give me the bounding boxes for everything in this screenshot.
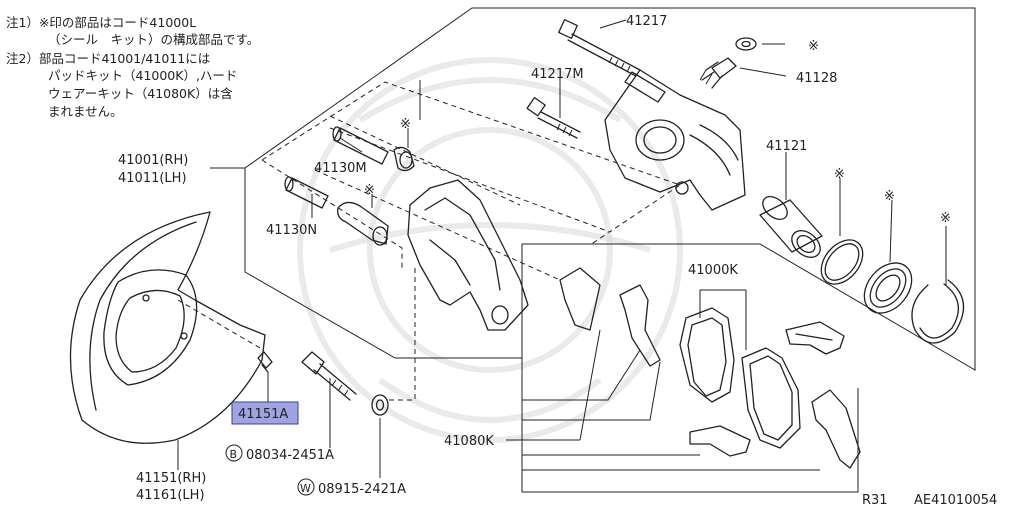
label-41128: 41128	[796, 71, 837, 86]
bolt-08034	[301, 351, 357, 401]
dust-cover-bolt	[257, 351, 273, 373]
note-2-line-2: パッドキット（41000K）,ハード	[48, 68, 238, 83]
label-41161: 41161(LH)	[136, 488, 205, 503]
bolt-41217m	[526, 96, 581, 139]
caliper-body	[604, 69, 746, 211]
circle-w-letter: W	[300, 482, 311, 495]
retaining-ring	[911, 279, 965, 344]
footer-code: AE41010054	[914, 493, 997, 508]
pin-41130n	[284, 176, 329, 209]
pin-41130m	[332, 126, 389, 165]
note-2-line-4: まれません。	[48, 104, 123, 119]
label-41217: 41217	[626, 14, 667, 29]
seal-kit-mark-boot: ※	[884, 189, 895, 204]
label-41217m: 41217M	[531, 67, 584, 82]
label-41000k: 41000K	[688, 263, 738, 278]
pad-shim-outer	[559, 267, 601, 331]
watermark-emblem	[297, 57, 683, 443]
note-1-line-1: 注1）※印の部品はコード41000L	[6, 15, 197, 30]
hardware-kit-frame	[521, 358, 859, 493]
seal-kit-mark-bleeder: ※	[808, 39, 819, 54]
boot-41130m	[393, 146, 415, 172]
seal-kit-mark-boot-m: ※	[400, 117, 411, 132]
highlight-41151a[interactable]	[231, 401, 299, 425]
seal-kit-mark-seal: ※	[834, 167, 845, 182]
piston-41121	[759, 196, 823, 258]
boot-41130n	[337, 201, 389, 246]
label-41151: 41151(RH)	[136, 471, 206, 486]
pad-shim-clip	[619, 284, 661, 367]
bolt-41217	[558, 19, 641, 77]
note-2-line-1: 注2）部品コード41001/41011には	[6, 51, 211, 66]
exploded-dashed-box	[261, 81, 682, 270]
seal-kit-mark-boot-n: ※	[364, 183, 375, 198]
note-1-line-2: （シール キット）の構成部品です。	[48, 32, 260, 47]
pad-retainer-bottom	[689, 425, 751, 457]
seal-kit-mark-ring: ※	[940, 211, 951, 226]
label-washer-08915: 08915-2421A	[318, 482, 406, 497]
label-41151a: 41151A	[238, 407, 288, 422]
torque-member	[407, 179, 529, 331]
piston-seal	[820, 239, 864, 285]
dust-cover	[69, 211, 266, 444]
brake-pad-outer	[679, 307, 735, 403]
label-41121: 41121	[766, 139, 807, 154]
brake-pad-inner	[741, 347, 801, 449]
label-41130m: 41130M	[314, 161, 367, 176]
label-41011: 41011(LH)	[118, 171, 187, 186]
label-41001: 41001(RH)	[118, 153, 188, 168]
label-41130n: 41130N	[266, 223, 317, 238]
footer-model: R31	[862, 493, 888, 508]
anti-squeal-spring	[811, 389, 861, 469]
dust-boot	[863, 262, 913, 314]
pad-retainer-top	[785, 321, 845, 355]
leader-lines	[177, 19, 947, 478]
circle-b-letter: B	[230, 448, 238, 461]
label-bolt-08034: 08034-2451A	[246, 448, 334, 463]
label-41080k: 41080K	[444, 434, 494, 449]
circle-b-icon	[225, 444, 243, 462]
caliper-assembly-frame	[244, 7, 976, 371]
circle-w-icon	[297, 478, 315, 496]
washer-08915	[371, 394, 389, 416]
bleeder-41128	[699, 37, 757, 89]
note-2-line-3: ウェアーキット（41080K）は含	[48, 86, 233, 101]
